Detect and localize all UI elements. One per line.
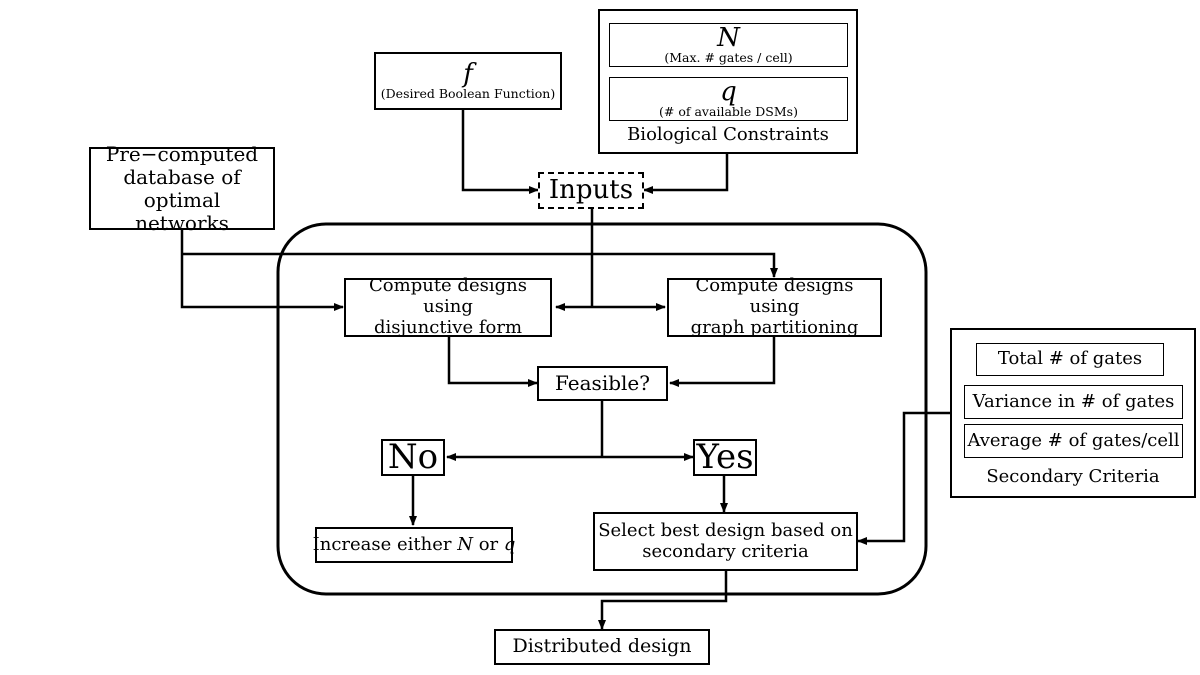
disjunctive-form-box: Compute designs using disjunctive form bbox=[344, 275, 552, 338]
feasible-label: Feasible? bbox=[555, 371, 650, 395]
max-gates-box: N (Max. # gates / cell) bbox=[609, 23, 848, 67]
inputs-box: Inputs bbox=[538, 172, 644, 209]
graph-line2: graph partitioning bbox=[690, 316, 859, 338]
q-symbol: q bbox=[720, 76, 737, 107]
secondary-item-average: Average # of gates/cell bbox=[964, 424, 1183, 458]
select-line1: Select best design based on bbox=[598, 519, 853, 541]
yes-box: Yes bbox=[693, 436, 757, 477]
increase-or: or bbox=[472, 533, 504, 555]
increase-prefix: Increase either bbox=[312, 533, 458, 555]
increase-n: N bbox=[457, 533, 473, 555]
graph-line1: Compute designs using bbox=[695, 275, 854, 318]
n-description: (Max. # gates / cell) bbox=[664, 49, 793, 65]
f-symbol: f bbox=[463, 58, 473, 89]
no-box: No bbox=[381, 436, 445, 477]
select-best-design-box: Select best design based on secondary cr… bbox=[593, 512, 858, 571]
no-label: No bbox=[387, 436, 439, 477]
database-text: Pre−computed database of optimal network… bbox=[105, 141, 259, 235]
secondary-item-total-gates: Total # of gates bbox=[976, 343, 1164, 376]
arrow-constraints-to-inputs bbox=[643, 153, 729, 194]
secondary-item-label: Variance in # of gates bbox=[972, 390, 1175, 412]
arrow-database-to-graph bbox=[182, 252, 778, 278]
database-box: Pre−computed database of optimal network… bbox=[89, 142, 275, 234]
secondary-criteria-caption: Secondary Criteria bbox=[986, 466, 1160, 487]
process-container bbox=[276, 222, 928, 596]
secondary-item-label: Total # of gates bbox=[997, 348, 1143, 370]
arrow-secondary-to-select bbox=[857, 411, 950, 545]
q-description: (# of available DSMs) bbox=[659, 103, 798, 119]
n-symbol: N bbox=[717, 22, 740, 53]
f-description: (Desired Boolean Function) bbox=[380, 85, 556, 101]
feasible-box: Feasible? bbox=[537, 366, 668, 401]
disjunctive-line1: Compute designs using bbox=[369, 275, 527, 318]
arrow-graph-to-feasible bbox=[669, 337, 776, 387]
arrow-select-to-output bbox=[598, 571, 728, 630]
increase-box: Increase either N or q bbox=[312, 527, 516, 563]
arrow-f-to-inputs bbox=[461, 110, 539, 194]
yes-label: Yes bbox=[696, 436, 754, 477]
secondary-item-label: Average # of gates/cell bbox=[967, 429, 1180, 451]
boolean-function-box: f (Desired Boolean Function) bbox=[374, 52, 562, 110]
increase-q: q bbox=[503, 533, 516, 555]
arrow-disjunctive-to-feasible bbox=[447, 337, 538, 387]
arrow-database-to-disjunctive bbox=[180, 229, 344, 311]
disjunctive-line2: disjunctive form bbox=[373, 316, 523, 338]
biological-constraints-caption: Biological Constraints bbox=[627, 124, 829, 145]
graph-partitioning-box: Compute designs using graph partitioning bbox=[667, 275, 882, 338]
secondary-item-variance: Variance in # of gates bbox=[964, 385, 1183, 419]
available-dsms-box: q (# of available DSMs) bbox=[609, 77, 848, 121]
select-line2: secondary criteria bbox=[642, 540, 809, 562]
inputs-label: Inputs bbox=[548, 174, 634, 205]
distributed-design-box: Distributed design bbox=[494, 629, 710, 665]
distributed-design-label: Distributed design bbox=[512, 635, 692, 658]
